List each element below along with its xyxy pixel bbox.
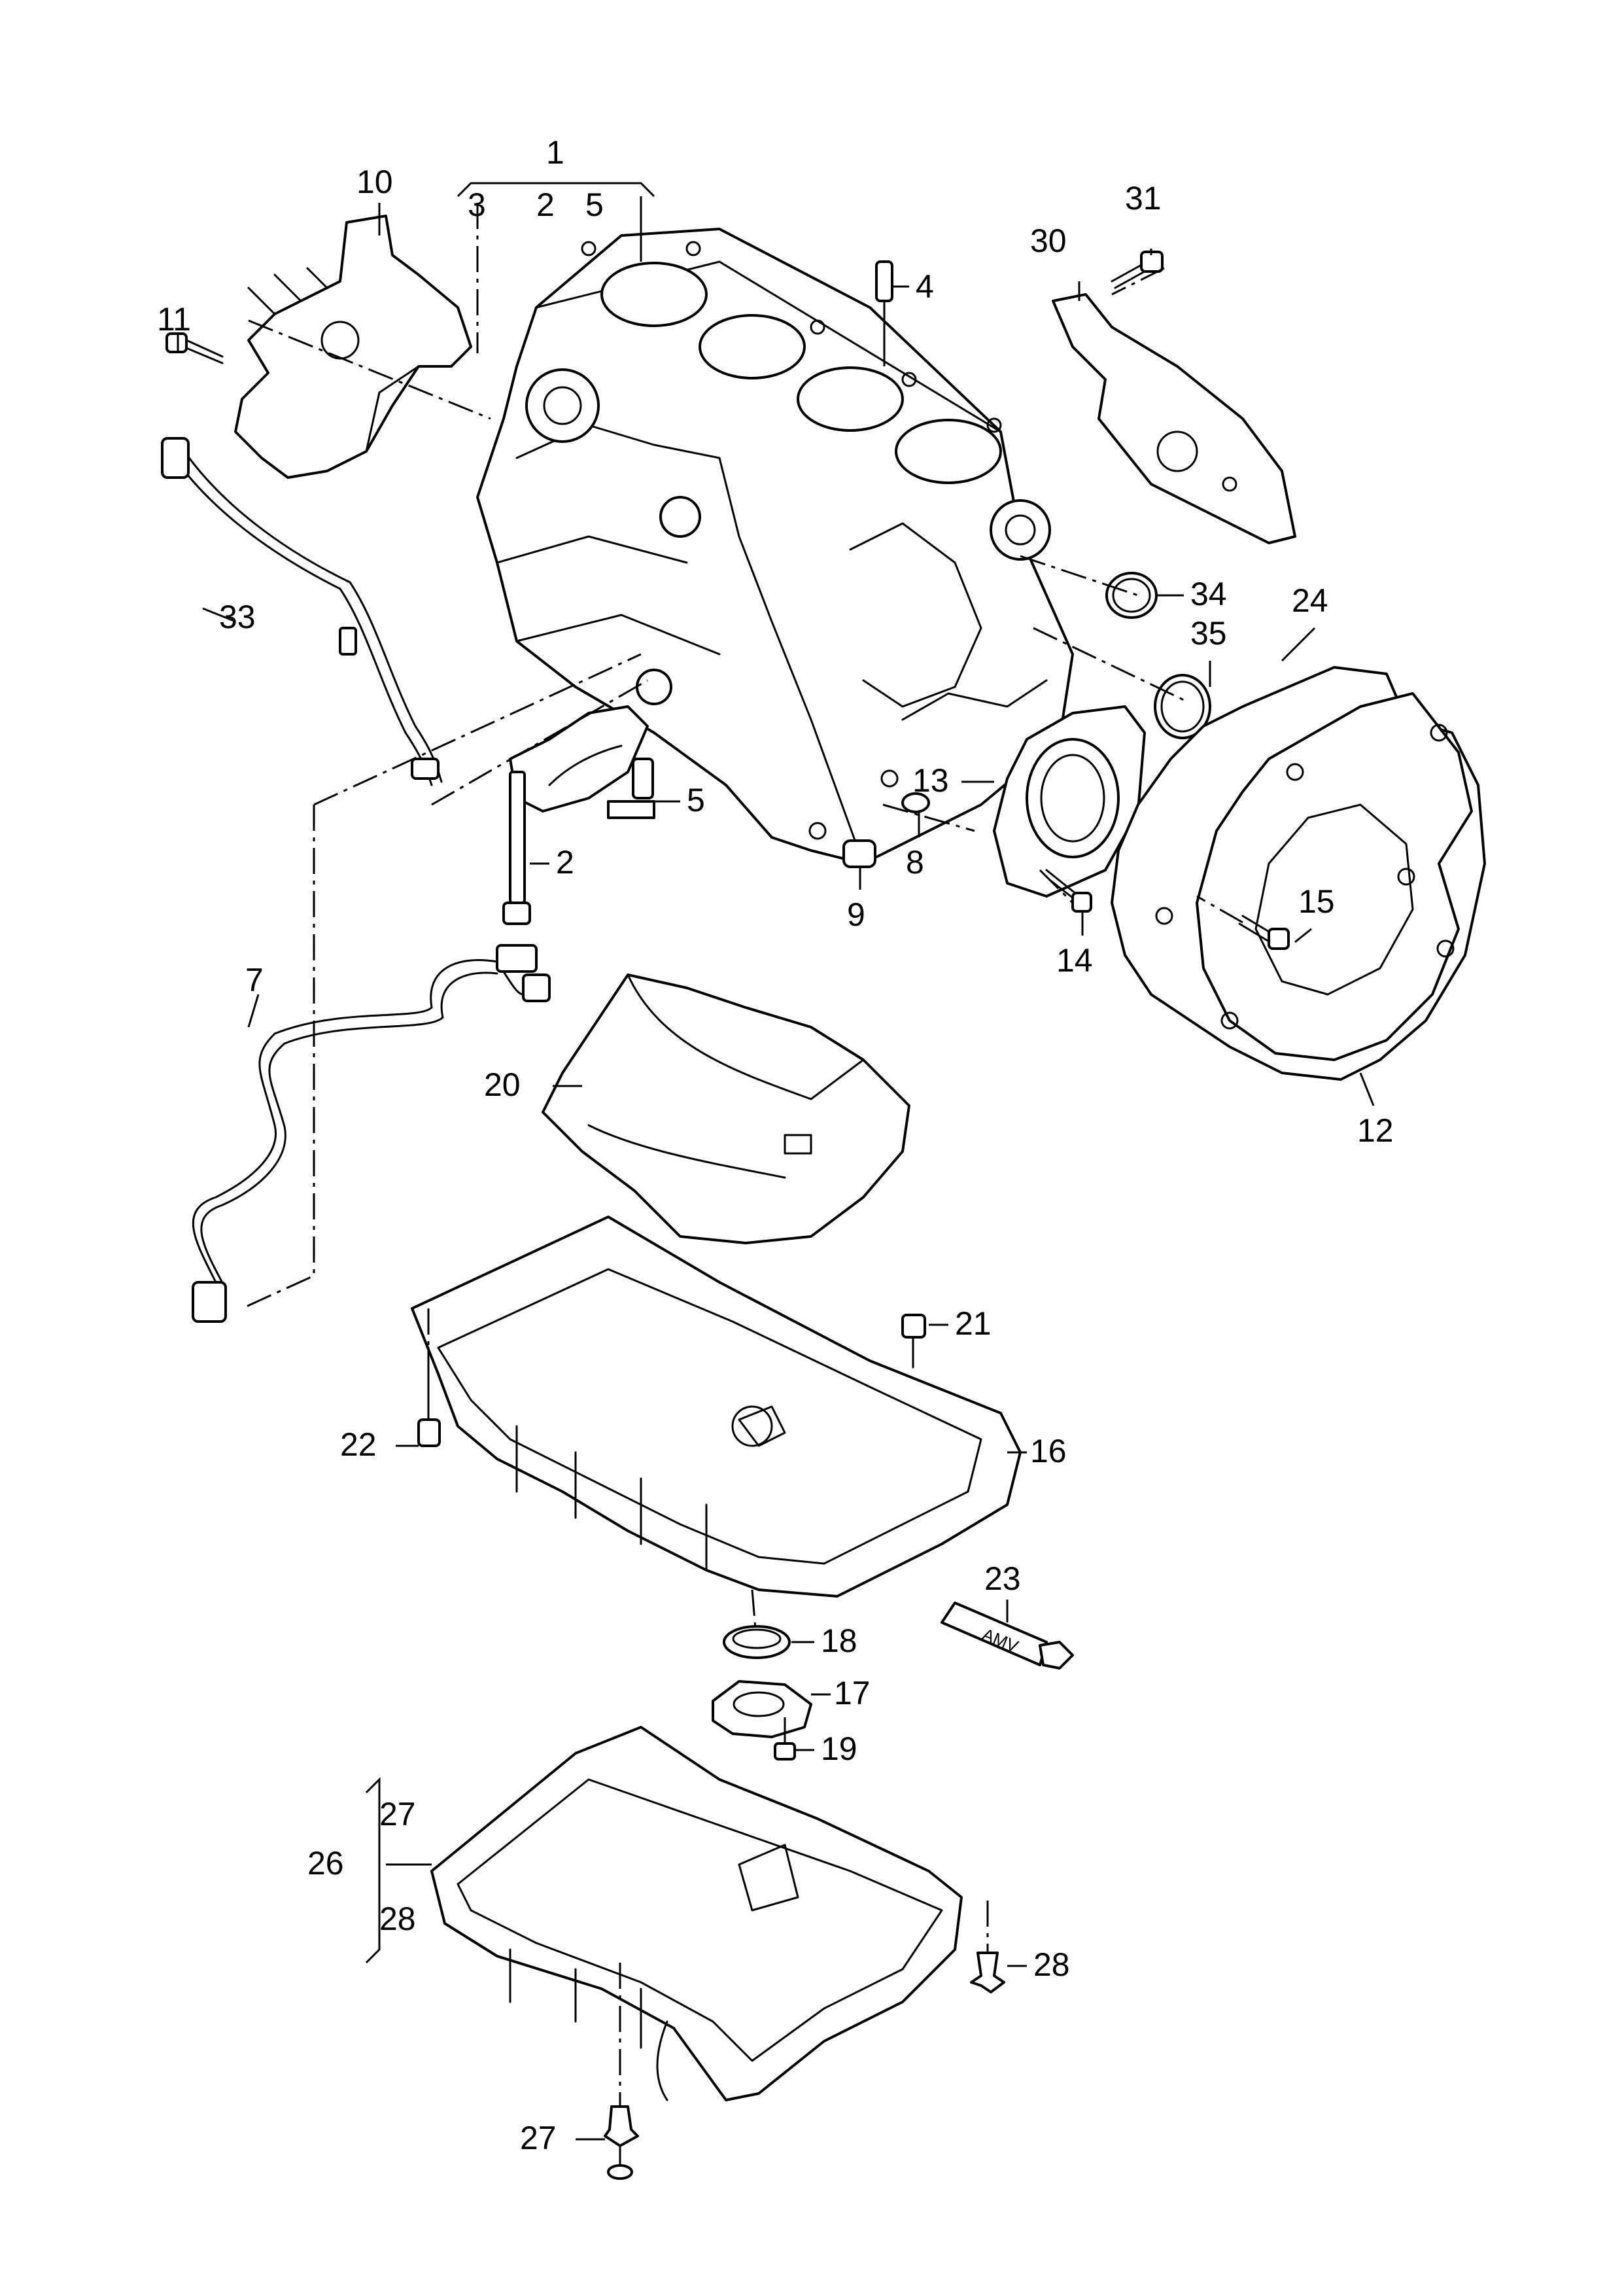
bolt-31	[1111, 251, 1164, 289]
callout-16: 16	[1030, 1433, 1067, 1469]
intermediate-plate	[1111, 666, 1486, 1081]
dipstick-tube	[161, 437, 443, 786]
callout-20: 20	[484, 1066, 521, 1103]
callout-8: 8	[906, 844, 924, 881]
callout-24: 24	[1292, 582, 1328, 619]
callout-28-right: 28	[1033, 1946, 1070, 1983]
callout-5-bottom: 5	[687, 782, 705, 818]
callout-31: 31	[1125, 180, 1162, 217]
leader-lines	[177, 182, 1375, 2141]
callout-12: 12	[1357, 1112, 1394, 1149]
callout-22: 22	[340, 1426, 377, 1463]
callout-14: 14	[1056, 942, 1093, 979]
o-ring-34	[1105, 572, 1158, 619]
oil-pan-lower	[430, 1726, 963, 2101]
callout-3: 3	[468, 186, 486, 223]
assembly-lines	[241, 203, 1243, 2107]
o-ring-35	[1154, 674, 1211, 739]
callout-18: 18	[821, 1622, 857, 1659]
clip-27	[604, 2105, 639, 2180]
seal-18	[723, 1625, 791, 1659]
bolt-15	[1238, 915, 1290, 950]
baffle-plate	[542, 973, 910, 1244]
callout-10: 10	[356, 164, 393, 200]
callout-26: 26	[307, 1845, 344, 1882]
callout-4: 4	[916, 268, 934, 305]
callout-34: 34	[1190, 576, 1227, 612]
cylinder-block	[476, 228, 1074, 865]
heat-shield	[1052, 293, 1296, 544]
oil-filter-bracket	[234, 215, 472, 479]
bolt-21	[901, 1314, 926, 1369]
clip-28	[970, 1952, 1005, 1993]
dowel-8	[901, 792, 930, 813]
callout-17: 17	[834, 1675, 871, 1711]
callout-2-top: 2	[536, 186, 555, 223]
callout-35: 35	[1190, 615, 1227, 652]
callout-23: 23	[984, 1560, 1021, 1597]
callout-13: 13	[912, 762, 949, 799]
bearing-cap	[502, 705, 649, 925]
callout-27-bottom: 27	[520, 2120, 557, 2156]
flange-17	[712, 1680, 812, 1738]
bolt-11	[165, 332, 224, 364]
oil-pan-upper	[411, 1216, 1022, 1598]
callout-1: 1	[546, 134, 564, 171]
dowel-9	[842, 839, 876, 868]
callout-21: 21	[955, 1305, 992, 1342]
callout-15: 15	[1298, 883, 1335, 920]
callout-2-bottom: 2	[556, 844, 574, 881]
callout-27-top: 27	[379, 1796, 416, 1832]
callout-30: 30	[1030, 222, 1067, 259]
callout-labels: 1 2 3 5 10 11 4 30 31 34 35 24 33 13 8 9…	[157, 134, 1394, 2156]
seal-flange	[993, 705, 1146, 898]
callout-28-left: 28	[379, 1901, 416, 1937]
callout-33: 33	[219, 599, 256, 635]
callout-11: 11	[157, 301, 191, 338]
callout-19: 19	[821, 1730, 857, 1767]
sensor-5	[607, 758, 655, 819]
callout-7: 7	[245, 962, 264, 998]
oil-pipe	[192, 944, 551, 1323]
callout-9: 9	[847, 896, 865, 933]
dowel-4	[875, 260, 893, 366]
callout-5-top: 5	[585, 186, 604, 223]
bolt-22	[417, 1346, 441, 1447]
